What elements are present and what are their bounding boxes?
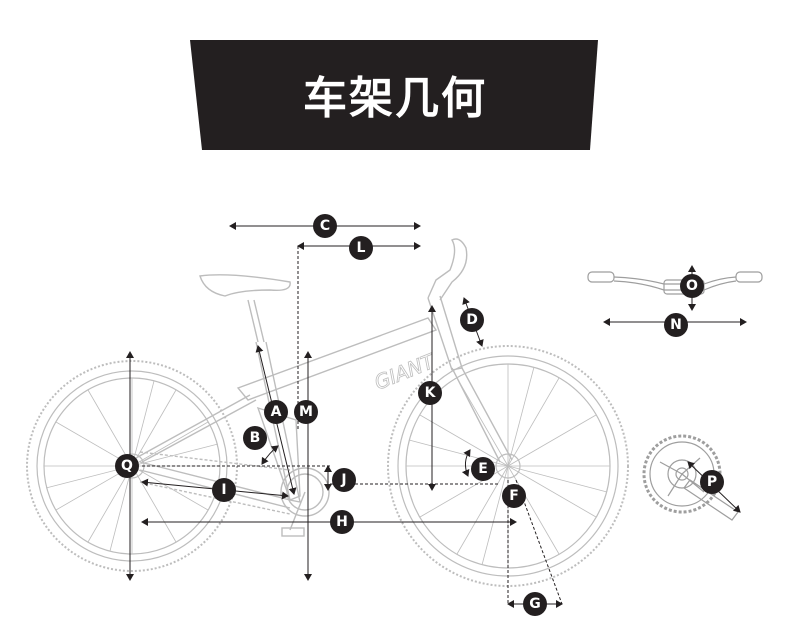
dimension-labels: C L D K A M B Q E J I F H G O N P	[115, 214, 724, 616]
crankset-illustration	[642, 434, 739, 521]
title-banner: 车架几何	[0, 0, 790, 160]
label-g: G	[523, 592, 547, 616]
label-b: B	[243, 426, 267, 450]
label-f: F	[502, 484, 526, 508]
label-d: D	[460, 308, 484, 332]
svg-text:J: J	[340, 472, 346, 488]
svg-text:B: B	[250, 430, 261, 446]
svg-text:P: P	[707, 474, 717, 490]
svg-text:L: L	[357, 240, 366, 256]
svg-text:I: I	[221, 482, 226, 498]
dimension-e-arc	[461, 449, 471, 477]
svg-text:E: E	[478, 461, 488, 477]
label-o: O	[680, 274, 704, 298]
svg-text:Q: Q	[121, 458, 133, 474]
banner-shape	[190, 40, 598, 150]
label-j: J	[332, 468, 356, 492]
label-e: E	[471, 457, 495, 481]
svg-text:N: N	[670, 317, 682, 333]
label-p: P	[700, 470, 724, 494]
page-title: 车架几何	[303, 73, 487, 124]
svg-text:F: F	[509, 488, 519, 504]
svg-text:C: C	[320, 218, 330, 234]
dimension-b-arc	[261, 445, 279, 465]
label-c: C	[313, 214, 337, 238]
svg-text:G: G	[529, 596, 541, 612]
svg-text:O: O	[686, 278, 698, 294]
svg-text:M: M	[299, 404, 313, 420]
label-m: M	[294, 400, 318, 424]
label-n: N	[664, 313, 688, 337]
label-k: K	[418, 381, 442, 405]
label-l: L	[349, 236, 373, 260]
frame	[135, 238, 513, 537]
bicycle-illustration: GIANT	[26, 238, 629, 587]
svg-text:A: A	[271, 404, 282, 420]
measurement-lines	[126, 222, 747, 608]
label-a: A	[264, 400, 288, 424]
svg-text:D: D	[466, 312, 478, 328]
handlebar-illustration	[587, 271, 763, 295]
label-i: I	[212, 478, 236, 502]
label-h: H	[330, 510, 354, 534]
label-q: Q	[115, 454, 139, 478]
svg-text:H: H	[336, 514, 348, 530]
svg-text:K: K	[425, 385, 437, 401]
